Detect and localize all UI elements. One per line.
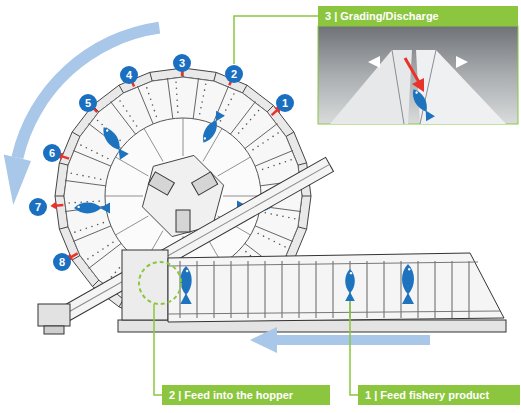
callout-number: 8: [53, 253, 71, 271]
label-text: 2: [231, 68, 237, 80]
label-text: 3: [179, 57, 185, 69]
callout-box: 1 | Feed fishery product: [358, 385, 520, 405]
label-text: 6: [49, 147, 55, 159]
callout-number: 5: [79, 94, 97, 112]
callout-number: 3: [173, 54, 191, 72]
conveyor: [118, 250, 506, 332]
leader-line: [234, 16, 318, 64]
callout-number: 1: [276, 94, 294, 112]
fish: [180, 266, 191, 304]
label-text: 7: [35, 201, 41, 213]
feed-direction-arrow: [250, 327, 430, 353]
fish: [74, 203, 110, 214]
label-text: 1: [282, 97, 288, 109]
callout-box: 3 | Grading/Discharge: [318, 6, 518, 26]
callout-number: 6: [43, 144, 61, 162]
inset-photo: [318, 26, 518, 124]
label-text: 1 | Feed fishery product: [365, 389, 489, 401]
fish: [402, 264, 414, 304]
fish: [199, 111, 225, 146]
callout-number: 7: [29, 198, 47, 216]
callout-number: 2: [225, 65, 243, 83]
motor: [38, 304, 70, 334]
leader-line: [350, 302, 358, 395]
discharge-arrow: [50, 202, 63, 210]
hopper-marker: [139, 262, 181, 304]
callout-box: 2 | Feed into the hopper: [162, 385, 330, 405]
fish: [99, 124, 128, 160]
label-text: 2 | Feed into the hopper: [169, 389, 293, 401]
fish: [345, 269, 355, 301]
leader-line: [154, 304, 162, 395]
label-text: 4: [126, 69, 132, 81]
fish: [409, 87, 435, 122]
label-text: 3 | Grading/Discharge: [325, 10, 439, 22]
label-text: 5: [85, 97, 91, 109]
callout-number: 4: [120, 66, 138, 84]
label-text: 8: [59, 256, 65, 268]
